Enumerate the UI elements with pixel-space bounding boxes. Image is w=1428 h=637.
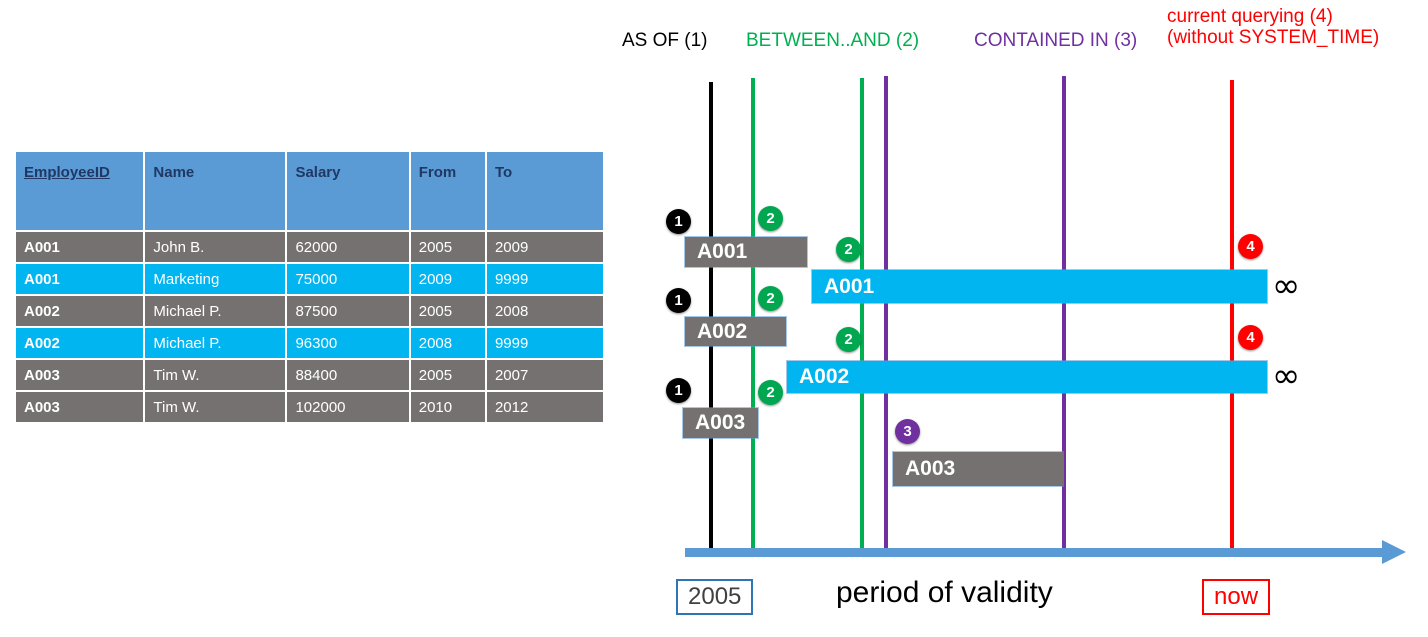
cell-salary: 88400	[287, 360, 409, 390]
bar-a001-current[interactable]: A001	[812, 270, 1267, 303]
column-header-name[interactable]: Name	[145, 152, 286, 230]
badge-as-of-a003[interactable]: 1	[666, 378, 691, 403]
table-row[interactable]: A003 Tim W. 88400 2005 2007	[16, 360, 603, 390]
column-header-to-label: To	[494, 164, 513, 181]
table-body: A001 John B. 62000 2005 2009 A001 Market…	[16, 232, 603, 422]
between-start-line	[751, 78, 755, 554]
cell-to: 2008	[486, 296, 603, 326]
badge-between-a001-left[interactable]: 2	[758, 206, 783, 231]
badge-as-of-a001[interactable]: 1	[666, 209, 691, 234]
contained-in-end-line	[1062, 76, 1066, 554]
cell-to: 9999	[486, 328, 603, 358]
column-header-name-label: Name	[153, 164, 195, 181]
bar-label: A002	[799, 365, 850, 388]
column-header-to[interactable]: To	[486, 152, 603, 230]
badge-as-of-a002[interactable]: 1	[666, 288, 691, 313]
table-header-row: EmployeeID Name Salary From To	[16, 152, 603, 230]
legend-current-line2: (without SYSTEM_TIME)	[1167, 27, 1380, 49]
cell-employeeid: A001	[16, 232, 144, 262]
axis-now-label: now	[1202, 579, 1271, 615]
bar-a002-current[interactable]: A002	[787, 361, 1267, 393]
legend-current-line1: current querying (4)	[1167, 6, 1333, 27]
cell-from: 2009	[410, 264, 485, 294]
column-header-from-label: From	[418, 164, 457, 181]
table-row[interactable]: A001 John B. 62000 2005 2009	[16, 232, 603, 262]
bar-label: A001	[697, 240, 748, 263]
bar-label: A001	[824, 274, 875, 298]
contained-in-start-line	[884, 76, 888, 554]
now-line	[1230, 80, 1234, 554]
legend-contained-in: CONTAINED IN (3)	[974, 30, 1138, 51]
cell-employeeid: A002	[16, 296, 144, 326]
cell-employeeid: A002	[16, 328, 144, 358]
table-row[interactable]: A002 Michael P. 96300 2008 9999	[16, 328, 603, 358]
badge-current-a001[interactable]: 4	[1238, 234, 1263, 259]
legend-between-and: BETWEEN..AND (2)	[746, 30, 920, 51]
column-header-from[interactable]: From	[410, 152, 485, 230]
badge-between-a003[interactable]: 2	[758, 380, 783, 405]
table-row[interactable]: A003 Tim W. 102000 2010 2012	[16, 392, 603, 422]
cell-from: 2010	[410, 392, 485, 422]
cell-from: 2005	[410, 296, 485, 326]
badge-between-a001-right[interactable]: 2	[836, 237, 861, 262]
badge-between-a002-right[interactable]: 2	[836, 327, 861, 352]
cell-to: 9999	[486, 264, 603, 294]
axis-start-label: 2005	[676, 579, 754, 615]
axis-caption: period of validity	[836, 576, 1053, 609]
table-header: EmployeeID Name Salary From To	[16, 152, 603, 230]
time-axis-arrow-icon	[1382, 540, 1406, 564]
cell-employeeid: A001	[16, 264, 144, 294]
cell-from: 2005	[410, 360, 485, 390]
cell-name: Tim W.	[145, 392, 286, 422]
legend-current-querying: current querying (4) (without SYSTEM_TIM…	[1167, 6, 1379, 49]
cell-to: 2009	[486, 232, 603, 262]
badge-current-a002[interactable]: 4	[1238, 325, 1263, 350]
cell-salary: 96300	[287, 328, 409, 358]
cell-employeeid: A003	[16, 360, 144, 390]
bar-label: A003	[905, 457, 956, 480]
cell-name: Michael P.	[145, 296, 286, 326]
cell-to: 2007	[486, 360, 603, 390]
column-header-employeeid[interactable]: EmployeeID	[16, 152, 144, 230]
cell-from: 2008	[410, 328, 485, 358]
bar-a002-historical[interactable]: A002	[685, 317, 786, 346]
bar-a001-historical[interactable]: A001	[685, 237, 807, 267]
badge-between-a002-left[interactable]: 2	[758, 286, 783, 311]
column-header-salary[interactable]: Salary	[287, 152, 409, 230]
infinity-icon-a001: ∞	[1272, 266, 1301, 306]
badge-contained-in-a003[interactable]: 3	[895, 419, 920, 444]
column-header-employeeid-label: EmployeeID	[24, 164, 110, 181]
employee-temporal-table: EmployeeID Name Salary From To A001 John…	[14, 150, 605, 424]
infinity-icon-a002: ∞	[1272, 356, 1301, 396]
time-axis	[685, 548, 1385, 557]
bar-a003-historical-first[interactable]: A003	[683, 408, 758, 438]
bar-label: A002	[697, 319, 748, 343]
table-row[interactable]: A001 Marketing 75000 2009 9999	[16, 264, 603, 294]
legend-as-of: AS OF (1)	[622, 30, 708, 51]
cell-salary: 87500	[287, 296, 409, 326]
cell-name: Michael P.	[145, 328, 286, 358]
cell-from: 2005	[410, 232, 485, 262]
between-end-line	[860, 78, 864, 554]
column-header-salary-label: Salary	[295, 164, 341, 181]
cell-salary: 62000	[287, 232, 409, 262]
table-row[interactable]: A002 Michael P. 87500 2005 2008	[16, 296, 603, 326]
bar-label: A003	[695, 411, 746, 434]
cell-employeeid: A003	[16, 392, 144, 422]
cell-salary: 75000	[287, 264, 409, 294]
cell-name: Marketing	[145, 264, 286, 294]
cell-name: John B.	[145, 232, 286, 262]
cell-to: 2012	[486, 392, 603, 422]
cell-name: Tim W.	[145, 360, 286, 390]
bar-a003-historical-second[interactable]: A003	[893, 452, 1063, 486]
cell-salary: 102000	[287, 392, 409, 422]
